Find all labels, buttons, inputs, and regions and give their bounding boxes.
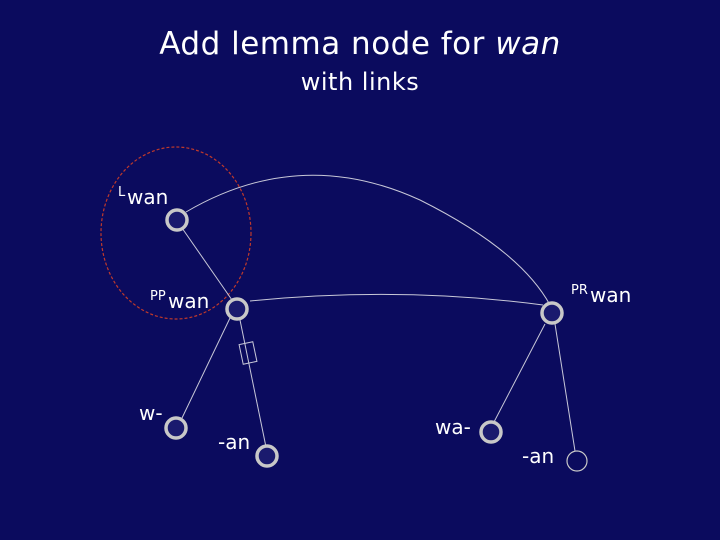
- slide-subtitle: with links: [300, 68, 420, 96]
- prwan-label: wan: [590, 283, 631, 307]
- wa-prefix-label: wa-: [435, 415, 471, 439]
- wa-prefix-node: [479, 420, 503, 444]
- w-prefix-label: w-: [139, 401, 163, 425]
- lemma-label: wan: [127, 185, 168, 209]
- title-emphasis: wan: [495, 26, 561, 62]
- prwan-label-sup: PR: [571, 283, 588, 298]
- prwan-node: [540, 301, 564, 325]
- lemma-highlight-circle: [100, 146, 252, 320]
- an-left-label: -an: [218, 430, 250, 454]
- link-lemma-to-ppwan: [181, 227, 233, 301]
- ppwan-label: wan: [168, 289, 209, 313]
- link-prwan-to-an-right: [554, 323, 576, 452]
- an-right-label: -an: [522, 444, 554, 468]
- link-ppwan-to-w: [181, 317, 231, 419]
- link-gate-box: [238, 341, 258, 365]
- lemma-label-sup: L: [118, 185, 126, 200]
- ppwan-label-sup: PP: [150, 289, 166, 304]
- slide-title: Add lemma node for wan: [0, 26, 720, 62]
- an-right-node: [566, 450, 588, 472]
- an-left-node: [255, 444, 279, 468]
- title-prefix: Add lemma node for: [159, 26, 496, 62]
- nodes: [164, 208, 588, 472]
- links: [181, 174, 576, 452]
- ppwan-node: [225, 297, 249, 321]
- lemma-node: [165, 208, 189, 232]
- link-lemma-to-prwan: [185, 174, 551, 306]
- link-prwan-to-wa: [493, 323, 546, 423]
- w-prefix-node: [164, 416, 188, 440]
- link-ppwan-to-prwan: [249, 293, 544, 306]
- link-ppwan-to-an-left: [239, 319, 267, 448]
